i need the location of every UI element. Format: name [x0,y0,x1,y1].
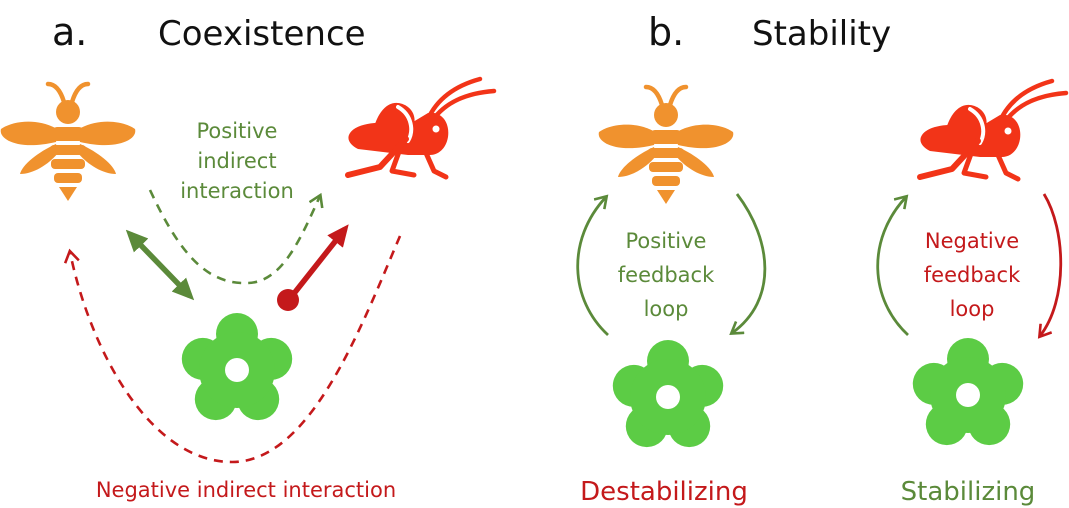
flower-icon [612,340,724,448]
negative-loop-down-arrow [1040,193,1063,336]
grasshopper-icon [348,79,494,177]
negative-loop-label: Negative feedback loop [924,229,1021,321]
negative-indirect-label: Negative indirect interaction [96,478,396,502]
positive-loop-label: Positive feedback loop [618,229,715,321]
panel-b: b. Stability Positive feedback loop Dest… [576,10,1066,507]
positive-loop-line-2: feedback [618,263,715,287]
negative-indirect-arrow [70,235,402,464]
positive-loop-line-3: loop [644,297,689,321]
herbivory-arrow [289,224,349,298]
grasshopper-icon [920,81,1066,179]
mutualism-arrow [125,229,195,301]
flower-icon [912,338,1024,446]
bee-icon [1,84,136,201]
bee-icon [599,87,734,204]
stabilizing-label: Stabilizing [901,477,1036,507]
positive-loop-down-arrow [732,193,767,333]
panel-a-letter: a. [52,10,87,54]
panel-b-letter: b. [648,10,684,54]
positive-label-line-1: Positive [197,119,278,143]
positive-label-line-2: indirect [197,149,276,173]
panel-b-title: Stability [752,14,891,54]
negative-loop-line-2: feedback [924,263,1021,287]
panel-a-title: Coexistence [158,14,366,54]
positive-loop-line-1: Positive [626,229,707,253]
panel-a: a. Coexistence Positive indirect interac… [1,10,494,502]
positive-loop-up-arrow [576,197,609,337]
positive-indirect-arrow [148,189,320,285]
negative-loop-line-3: loop [950,297,995,321]
flower-icon [181,313,293,421]
positive-label-line-3: interaction [180,179,294,203]
negative-loop-line-1: Negative [925,229,1019,253]
negative-loop-up-arrow [876,197,909,337]
destabilizing-label: Destabilizing [580,477,748,507]
positive-indirect-label: Positive indirect interaction [180,119,294,203]
